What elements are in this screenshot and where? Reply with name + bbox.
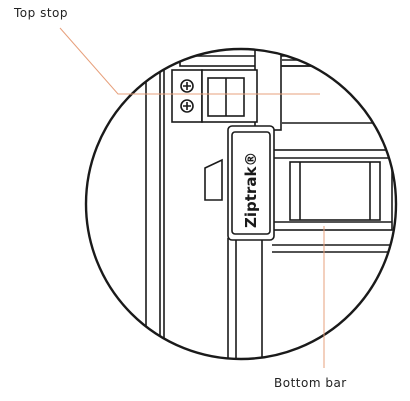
- bottom-bar-label: Bottom bar: [274, 376, 347, 390]
- top-stop-bracket: [171, 69, 203, 123]
- top-stop-label: Top stop: [14, 6, 68, 20]
- magnifier-circle: [84, 47, 398, 361]
- ziptrak-logo: Ziptrak®: [242, 152, 260, 228]
- top-stop-leader-line: [59, 27, 320, 95]
- magnified-detail: [145, 49, 393, 359]
